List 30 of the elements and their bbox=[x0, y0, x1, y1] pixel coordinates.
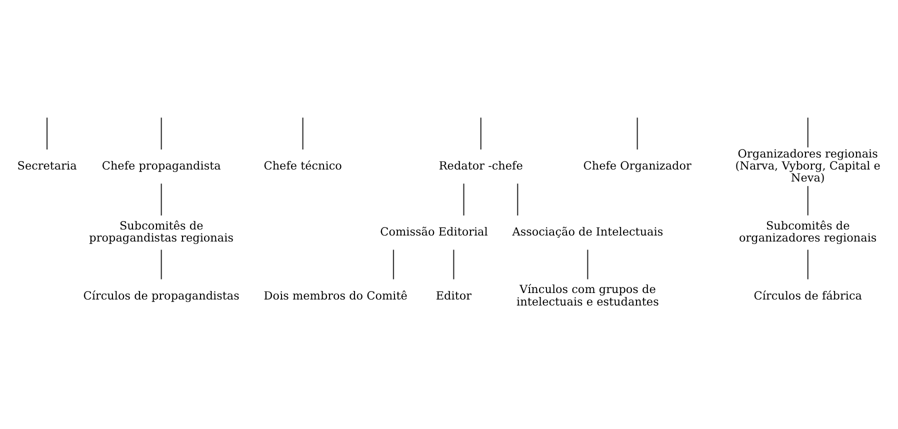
node-text: Círculos de propagandistas bbox=[83, 288, 240, 302]
node-text: Subcomitês de propagandistas regionais bbox=[89, 218, 234, 244]
node-text: Organizadores regionais (Narva, Vyborg, Capital e Neva) bbox=[735, 146, 880, 184]
node-text: Chefe propagandista bbox=[102, 159, 221, 172]
node-text: Círculos de fábrica bbox=[754, 288, 862, 302]
connector bbox=[160, 249, 162, 279]
connector bbox=[463, 183, 464, 215]
node-text: Subcomitês de organizadores regionais bbox=[739, 218, 877, 244]
connector bbox=[160, 183, 162, 215]
connector bbox=[636, 117, 638, 149]
connector bbox=[807, 249, 808, 279]
connector bbox=[453, 249, 454, 279]
node-text: Editor bbox=[436, 288, 472, 302]
node-text: Redator -chefe bbox=[438, 159, 523, 172]
node-text: Chefe Organizador bbox=[583, 159, 692, 172]
connector bbox=[587, 249, 588, 279]
node-text: Chefe técnico bbox=[264, 159, 342, 172]
connector bbox=[807, 117, 808, 147]
node-text: Dois membros do Comitê bbox=[264, 288, 408, 302]
node-text: Secretaria bbox=[17, 159, 77, 172]
node-text: Comissão Editorial bbox=[380, 225, 488, 238]
connector bbox=[46, 117, 48, 149]
connector bbox=[807, 186, 808, 215]
connector bbox=[392, 249, 394, 279]
connector bbox=[160, 117, 162, 149]
connector bbox=[480, 117, 482, 149]
connector bbox=[517, 183, 518, 215]
node-text: Associação de Intelectuais bbox=[512, 225, 664, 238]
node-text: Vínculos com grupos de intelectuais e estudantes bbox=[516, 282, 659, 308]
connector bbox=[302, 117, 304, 149]
